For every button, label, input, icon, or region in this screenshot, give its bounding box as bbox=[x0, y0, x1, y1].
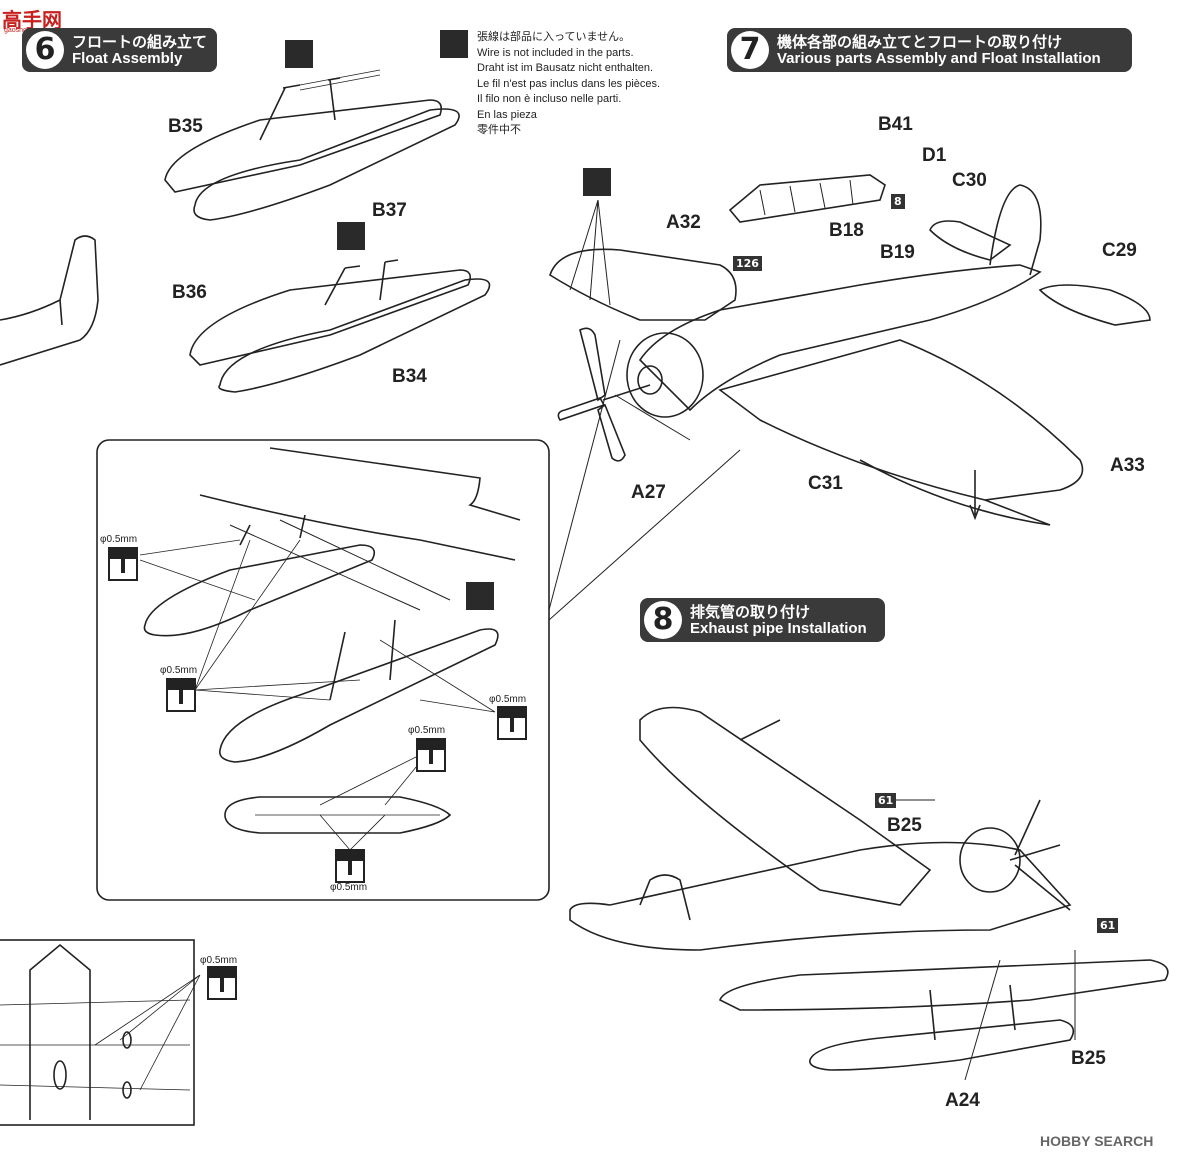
wire-note-zh: 零件中不 bbox=[477, 124, 521, 136]
part-label-a24: A24 bbox=[945, 1090, 980, 1111]
part-label-a33: A33 bbox=[1110, 455, 1145, 476]
step-6-banner: 6 フロートの組み立て Float Assembly bbox=[22, 28, 217, 72]
drill-size-label: φ0.5mm bbox=[160, 665, 198, 676]
part-label-b25-top: B25 bbox=[887, 815, 922, 836]
drill-size-label: φ0.5mm bbox=[200, 955, 238, 966]
color-badge-126: 126 bbox=[733, 256, 762, 271]
step-6-title-en: Float Assembly bbox=[72, 50, 183, 67]
part-label-b19: B19 bbox=[880, 242, 915, 263]
brand-watermark: 高手网 bbox=[2, 10, 62, 32]
part-label-c31: C31 bbox=[808, 473, 843, 494]
wire-note-de: Draht ist im Bausatz nicht enthalten. bbox=[477, 62, 654, 74]
part-label-c30: C30 bbox=[952, 170, 987, 191]
step-6-title-jp: フロートの組み立て bbox=[72, 34, 208, 51]
drill-size-label: φ0.5mm bbox=[489, 694, 527, 705]
wire-icon bbox=[337, 222, 365, 250]
part-label-b25-bottom: B25 bbox=[1071, 1048, 1106, 1069]
color-badge-61: 61 bbox=[1097, 918, 1119, 933]
hobby-search-watermark: HOBBY SEARCH bbox=[1040, 1133, 1154, 1149]
part-label-b37: B37 bbox=[372, 200, 407, 221]
wire-note: 張線は部品に入っていません。 Wire is not included in t… bbox=[477, 30, 660, 139]
drill-hole-icon bbox=[108, 547, 138, 581]
drill-hole-icon bbox=[166, 678, 196, 712]
step-8-banner: 8 排気管の取り付け Exhaust pipe Installation bbox=[640, 598, 885, 642]
step-7-banner: 7 機体各部の組み立てとフロートの取り付け Various parts Asse… bbox=[727, 28, 1132, 72]
wire-icon bbox=[466, 582, 494, 610]
step-8-title-jp: 排気管の取り付け bbox=[690, 604, 811, 621]
wire-note-it: Il filo non è incluso nelle parti. bbox=[477, 93, 622, 105]
wire-icon bbox=[285, 40, 313, 68]
wire-note-en: Wire is not included in the parts. bbox=[477, 46, 634, 59]
wire-note-es: En las pieza bbox=[477, 108, 537, 121]
drill-hole-icon bbox=[416, 738, 446, 772]
part-label-b18: B18 bbox=[829, 220, 864, 241]
drill-size-label: φ0.5mm bbox=[100, 534, 138, 545]
part-label-c29: C29 bbox=[1102, 240, 1137, 261]
drill-size-label: φ0.5mm bbox=[330, 882, 368, 893]
step-6-number: 6 bbox=[26, 31, 64, 69]
wire-note-jp: 張線は部品に入っていません。 bbox=[477, 31, 631, 43]
step-7-title-en: Various parts Assembly and Float Install… bbox=[777, 50, 1101, 67]
part-label-b35: B35 bbox=[168, 116, 203, 137]
step-8-title-en: Exhaust pipe Installation bbox=[690, 620, 867, 637]
part-label-d1: D1 bbox=[922, 145, 947, 166]
wire-note-icon bbox=[440, 30, 468, 58]
step-7-title-jp: 機体各部の組み立てとフロートの取り付け bbox=[777, 34, 1063, 51]
wire-note-fr: Le fil n'est pas inclus dans les pièces. bbox=[477, 77, 661, 90]
part-label-b36: B36 bbox=[172, 282, 207, 303]
step-7-number: 7 bbox=[731, 31, 769, 69]
drill-hole-icon bbox=[335, 849, 365, 883]
drill-size-label: φ0.5mm bbox=[408, 725, 446, 736]
color-badge-61: 61 bbox=[875, 793, 897, 808]
part-label-b41: B41 bbox=[878, 114, 913, 135]
drill-hole-icon bbox=[497, 706, 527, 740]
paint-stripe-icon bbox=[583, 168, 611, 196]
drill-hole-icon bbox=[207, 966, 237, 1000]
color-badge-8: 8 bbox=[891, 194, 905, 209]
part-label-a27: A27 bbox=[631, 482, 666, 503]
part-label-b34: B34 bbox=[392, 366, 427, 387]
step-8-number: 8 bbox=[644, 601, 682, 639]
part-label-a32: A32 bbox=[666, 212, 701, 233]
